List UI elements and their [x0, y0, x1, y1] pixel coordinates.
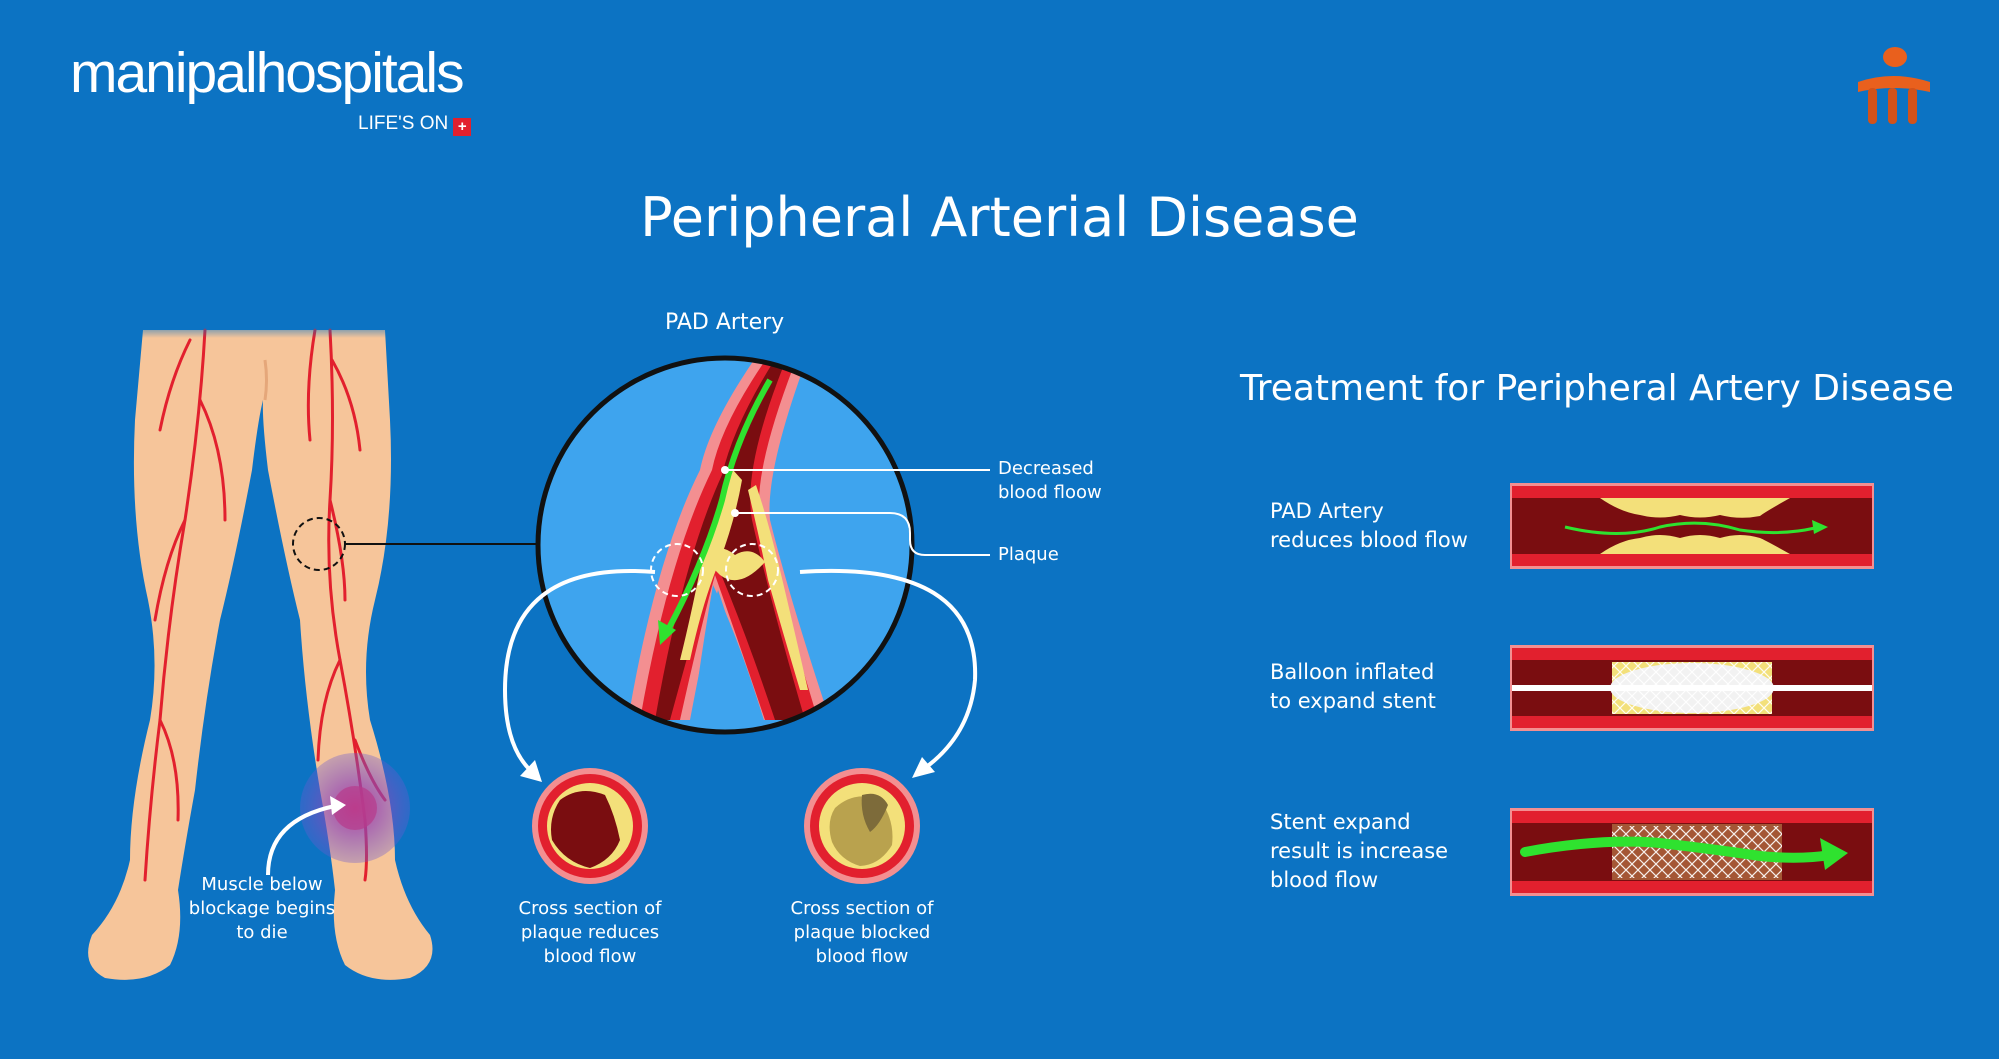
page-title: Peripheral Arterial Disease — [640, 186, 1359, 249]
step1-line-1: PAD Artery — [1270, 499, 1384, 523]
cross-section-arrows — [502, 569, 978, 782]
label-plaque: Plaque — [998, 544, 1059, 565]
step1-line-2: reduces blood flow — [1270, 528, 1468, 552]
treatment-panel-narrowed — [1510, 483, 1874, 569]
label-cross-section-blocked: Cross section of plaque blocked blood fl… — [772, 897, 952, 969]
label-muscle-blockage: Muscle below blockage begins to die — [182, 873, 342, 945]
legs-illustration — [88, 320, 540, 980]
label-muscle-line-3: to die — [236, 922, 288, 943]
label-decreased-blood-flow: Decreased blood floow — [998, 457, 1102, 505]
cs2-line-3: blood flow — [815, 946, 909, 967]
treatment-step-3: Stent expand result is increase blood fl… — [1270, 808, 1448, 895]
label-muscle-line-1: Muscle below — [201, 874, 323, 895]
cs1-line-1: Cross section of — [518, 898, 662, 919]
step2-line-1: Balloon inflated — [1270, 660, 1435, 684]
treatment-title: Treatment for Peripheral Artery Disease — [1240, 368, 1954, 409]
step3-line-3: blood flow — [1270, 868, 1379, 892]
cs2-line-2: plaque blocked — [793, 922, 931, 943]
pad-artery-lens — [535, 355, 990, 735]
treatment-step-1: PAD Artery reduces blood flow — [1270, 497, 1468, 555]
cross-section-reduced — [532, 768, 648, 884]
step3-line-2: result is increase — [1270, 839, 1449, 863]
treatment-panel-balloon — [1510, 645, 1874, 731]
treatment-step-2: Balloon inflated to expand stent — [1270, 658, 1436, 716]
cs1-line-3: blood flow — [543, 946, 637, 967]
brand-tagline-text: LIFE'S ON — [358, 113, 449, 134]
pad-artery-heading: PAD Artery — [665, 310, 785, 335]
label-cross-section-reduced: Cross section of plaque reduces blood fl… — [500, 897, 680, 969]
label-decreased-line-2: blood floow — [998, 482, 1102, 503]
treatment-panel-stent — [1510, 808, 1874, 896]
red-cross-icon: + — [453, 118, 472, 136]
brand-tagline: LIFE'S ON+ — [358, 113, 472, 136]
cs2-line-1: Cross section of — [790, 898, 934, 919]
manipal-emblem-icon — [1858, 47, 1930, 124]
brand-logo-text: manipalhospitals — [70, 41, 465, 105]
step3-line-1: Stent expand — [1270, 810, 1411, 834]
cross-section-blocked — [804, 768, 920, 884]
label-muscle-line-2: blockage begins — [188, 898, 336, 919]
step2-line-2: to expand stent — [1270, 689, 1436, 713]
label-decreased-line-1: Decreased — [998, 458, 1094, 479]
cs1-line-2: plaque reduces — [520, 922, 660, 943]
